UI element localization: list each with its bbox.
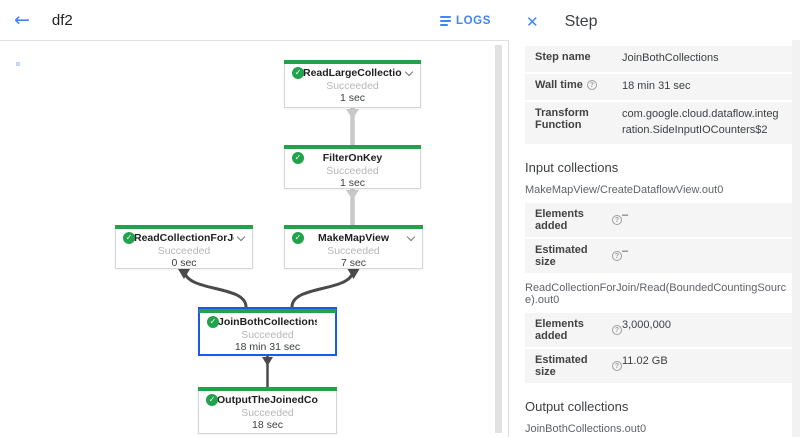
graph-node-read-collection-for-join[interactable]: ✓ ReadCollectionForJoin Succeeded 0 sec — [115, 225, 253, 269]
metric-value: – — [622, 244, 629, 257]
metric-value: 3,000,000 — [622, 318, 671, 331]
node-status: Succeeded — [157, 245, 211, 257]
node-title: OutputTheJoinedCollec... — [217, 394, 318, 406]
step-panel-body: Step name JoinBothCollections Wall time?… — [509, 44, 800, 437]
node-success-strip — [284, 145, 421, 149]
graph-edges — [178, 108, 360, 387]
check-circle-icon: ✓ — [292, 152, 304, 164]
logs-button-label: LOGS — [456, 14, 491, 27]
check-circle-icon: ✓ — [123, 232, 135, 244]
graph-node-join-both-collections[interactable]: ✓ JoinBothCollections Succeeded 18 min 3… — [198, 307, 337, 356]
logs-button[interactable]: LOGS — [440, 0, 491, 41]
metric-value: 11.02 GB — [622, 354, 668, 367]
node-status: Succeeded — [241, 329, 294, 341]
node-time: 7 sec — [340, 257, 367, 269]
detail-key: Step name — [535, 51, 591, 63]
input-collections-heading: Input collections — [525, 159, 619, 175]
check-circle-icon: ✓ — [207, 316, 219, 328]
logs-list-icon — [440, 15, 451, 26]
pipeline-graph: ✓ ReadLargeCollectionFr... Succeeded 1 s… — [0, 41, 509, 437]
graph-node-read-large-collection[interactable]: ✓ ReadLargeCollectionFr... Succeeded 1 s… — [284, 60, 421, 108]
detail-value: com.google.cloud.dataflow.integration.Si… — [622, 107, 779, 136]
panel-scrollbar[interactable] — [792, 40, 800, 437]
graph-scrollbar[interactable] — [495, 45, 502, 433]
help-icon[interactable]: ? — [612, 360, 622, 371]
graph-node-make-map-view[interactable]: ✓ MakeMapView Succeeded 7 sec — [284, 225, 423, 269]
detail-key: Transform Function — [535, 106, 589, 131]
check-circle-icon: ✓ — [206, 394, 218, 406]
check-circle-icon: ✓ — [292, 232, 304, 244]
metric-row-estimated-size: Estimated size? 11.02 GB — [525, 348, 792, 383]
node-success-strip — [199, 309, 336, 313]
detail-row-transform-function: Transform Function com.google.cloud.data… — [525, 101, 792, 144]
collection-name: MakeMapView/CreateDataflowView.out0 — [525, 183, 724, 196]
collection-name: JoinBothCollections.out0 — [525, 422, 647, 435]
metric-row-elements-added: Elements added? – — [525, 202, 792, 237]
help-icon[interactable]: ? — [586, 79, 597, 90]
node-title: ReadCollectionForJoin — [134, 232, 234, 244]
node-time: 18 sec — [252, 419, 283, 431]
metric-row-estimated-size: Estimated size? – — [525, 238, 792, 273]
help-icon[interactable]: ? — [612, 214, 622, 225]
minimap-dot — [16, 62, 20, 66]
output-collections-heading: Output collections — [525, 398, 629, 414]
detail-row-step-name: Step name JoinBothCollections — [525, 46, 792, 72]
close-icon[interactable]: ✕ — [526, 13, 539, 31]
help-icon[interactable]: ? — [612, 324, 622, 335]
top-bar: ← df2 LOGS — [0, 0, 509, 41]
node-success-strip — [284, 225, 423, 229]
collection-name: ReadCollectionForJoin/Read(BoundedCounti… — [525, 281, 787, 306]
detail-value: 18 min 31 sec — [622, 79, 691, 92]
node-success-strip — [198, 387, 337, 391]
node-time: 1 sec — [339, 177, 366, 189]
step-details-panel: ✕ Step Step name JoinBothCollections Wal… — [509, 0, 800, 437]
node-success-strip — [284, 60, 421, 64]
node-status: Succeeded — [326, 165, 379, 177]
step-panel-title: Step — [564, 13, 598, 30]
node-status: Succeeded — [241, 407, 294, 419]
graph-node-output-the-joined[interactable]: ✓ OutputTheJoinedCollec... Succeeded 18 … — [198, 387, 337, 434]
node-title: ReadLargeCollectionFr... — [303, 67, 402, 79]
node-title: JoinBothCollections — [218, 316, 317, 328]
node-success-strip — [115, 225, 253, 229]
graph-node-filter-on-key[interactable]: ✓ FilterOnKey Succeeded 1 sec — [284, 145, 421, 189]
node-title: MakeMapView — [317, 232, 389, 244]
chevron-down-icon[interactable] — [236, 232, 246, 242]
node-status: Succeeded — [326, 80, 379, 92]
detail-row-wall-time: Wall time? 18 min 31 sec — [525, 73, 792, 100]
node-time: 0 sec — [171, 257, 197, 269]
back-arrow-icon[interactable]: ← — [14, 8, 30, 31]
detail-value: JoinBothCollections — [622, 52, 719, 64]
detail-key: Wall time? — [535, 79, 622, 91]
node-title: FilterOnKey — [322, 152, 383, 164]
panel-divider — [508, 41, 509, 437]
node-time: 18 min 31 sec — [234, 341, 301, 353]
node-status: Succeeded — [327, 245, 380, 257]
node-time: 1 sec — [339, 92, 366, 104]
step-panel-header: ✕ Step — [509, 0, 800, 44]
job-title: df2 — [51, 11, 73, 29]
help-icon[interactable]: ? — [612, 250, 622, 261]
chevron-down-icon[interactable] — [406, 232, 416, 242]
chevron-down-icon[interactable] — [404, 67, 414, 77]
metric-value: – — [622, 208, 629, 221]
metric-row-elements-added: Elements added? 3,000,000 — [525, 312, 792, 347]
check-circle-icon: ✓ — [292, 67, 304, 79]
